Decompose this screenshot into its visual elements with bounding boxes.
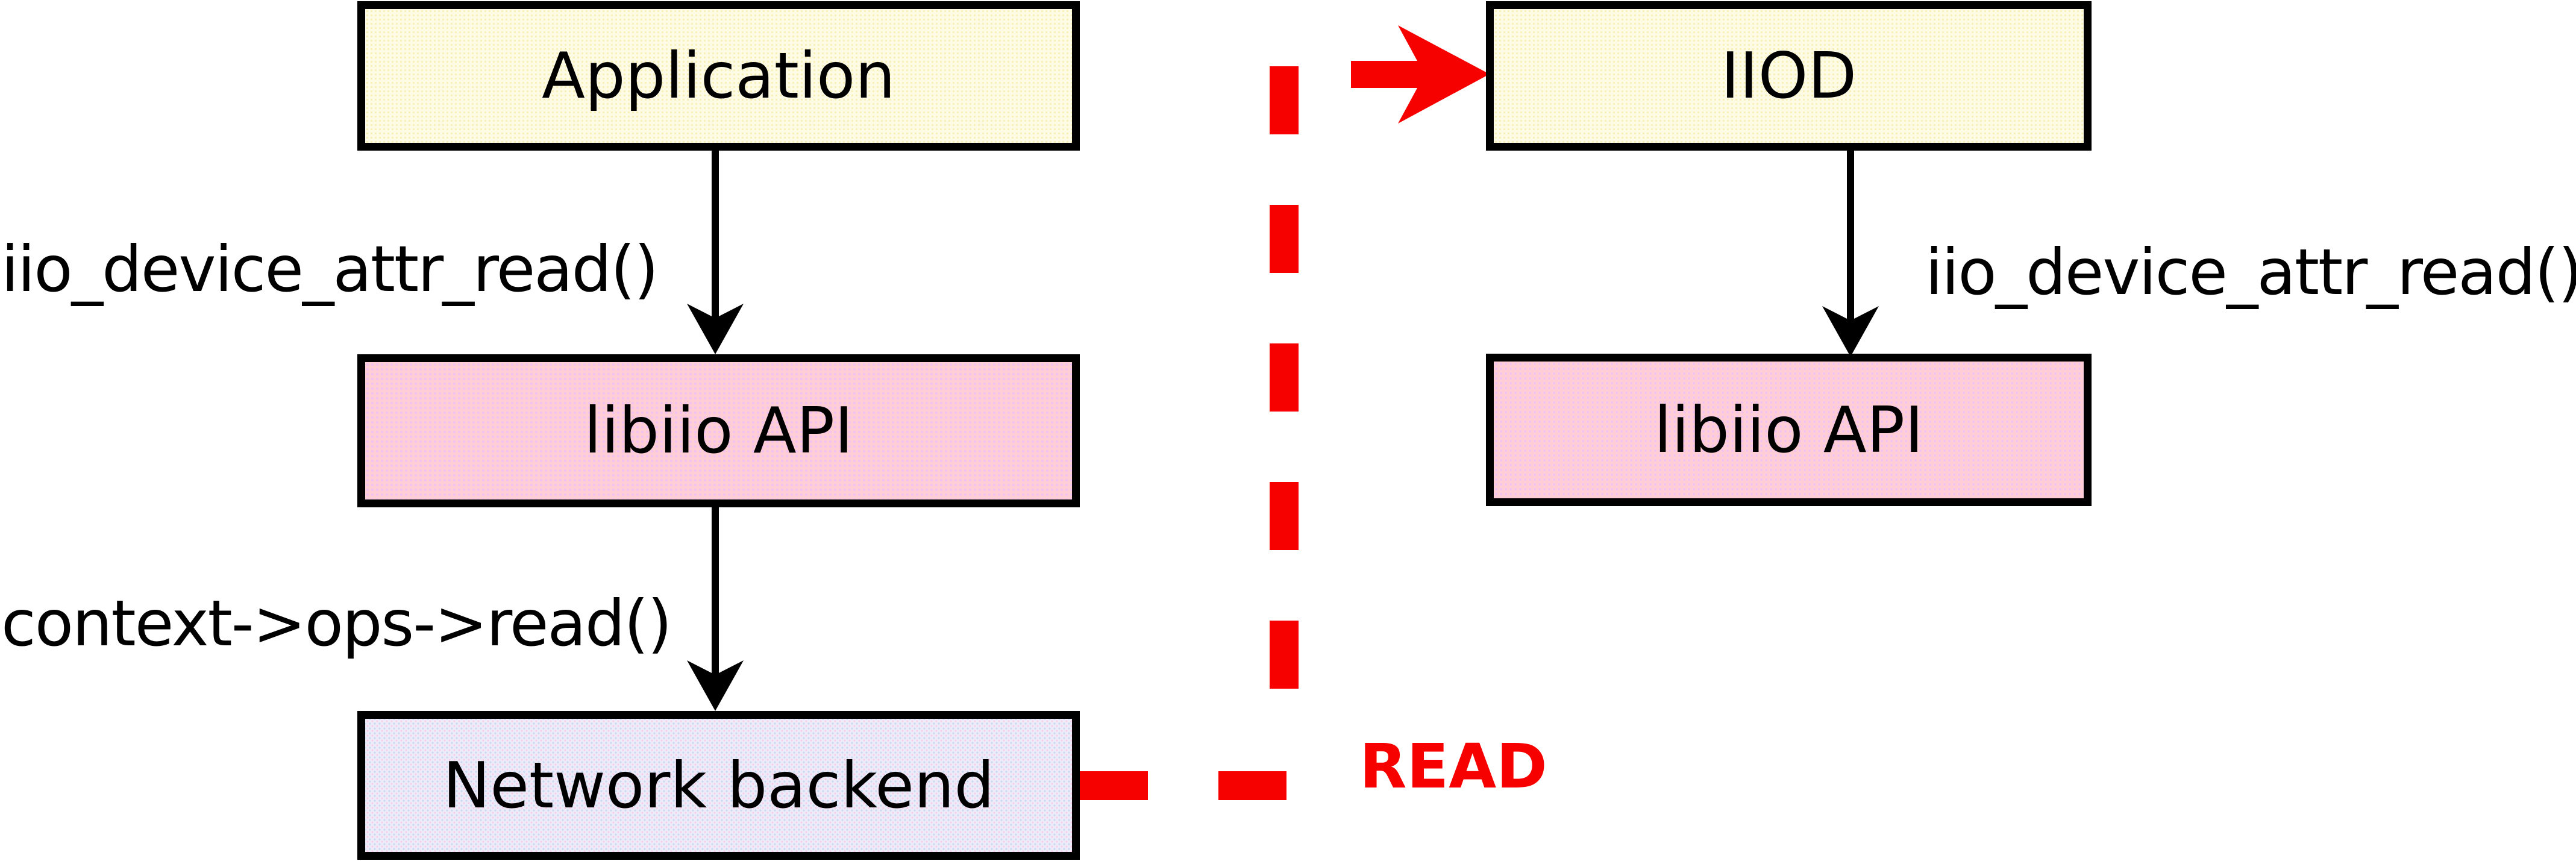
left-call-annotation: iio_device_attr_read() — [1, 233, 659, 306]
libiio-left-label: libiio API — [583, 394, 854, 468]
box-iiod: IIOD — [1486, 1, 2092, 151]
read-label: READ — [1359, 731, 1547, 803]
arrow-iiod-to-libiio-head — [1822, 306, 1879, 357]
backend-call-annotation: context->ops->read() — [1, 587, 672, 660]
box-application: Application — [357, 1, 1080, 151]
right-call-annotation: iio_device_attr_read() — [1925, 236, 2576, 309]
libiio-right-label: libiio API — [1653, 393, 1924, 467]
box-libiio-right: libiio API — [1486, 354, 2092, 506]
arrow-libiio-to-network-head — [687, 660, 744, 711]
box-libiio-left: libiio API — [357, 354, 1080, 507]
network-backend-label: Network backend — [442, 748, 995, 822]
read-link-arrow — [1351, 25, 1490, 124]
iiod-label: IIOD — [1720, 39, 1857, 113]
box-network-backend: Network backend — [357, 711, 1080, 860]
arrow-application-to-libiio-head — [687, 304, 744, 354]
application-label: Application — [542, 39, 895, 113]
